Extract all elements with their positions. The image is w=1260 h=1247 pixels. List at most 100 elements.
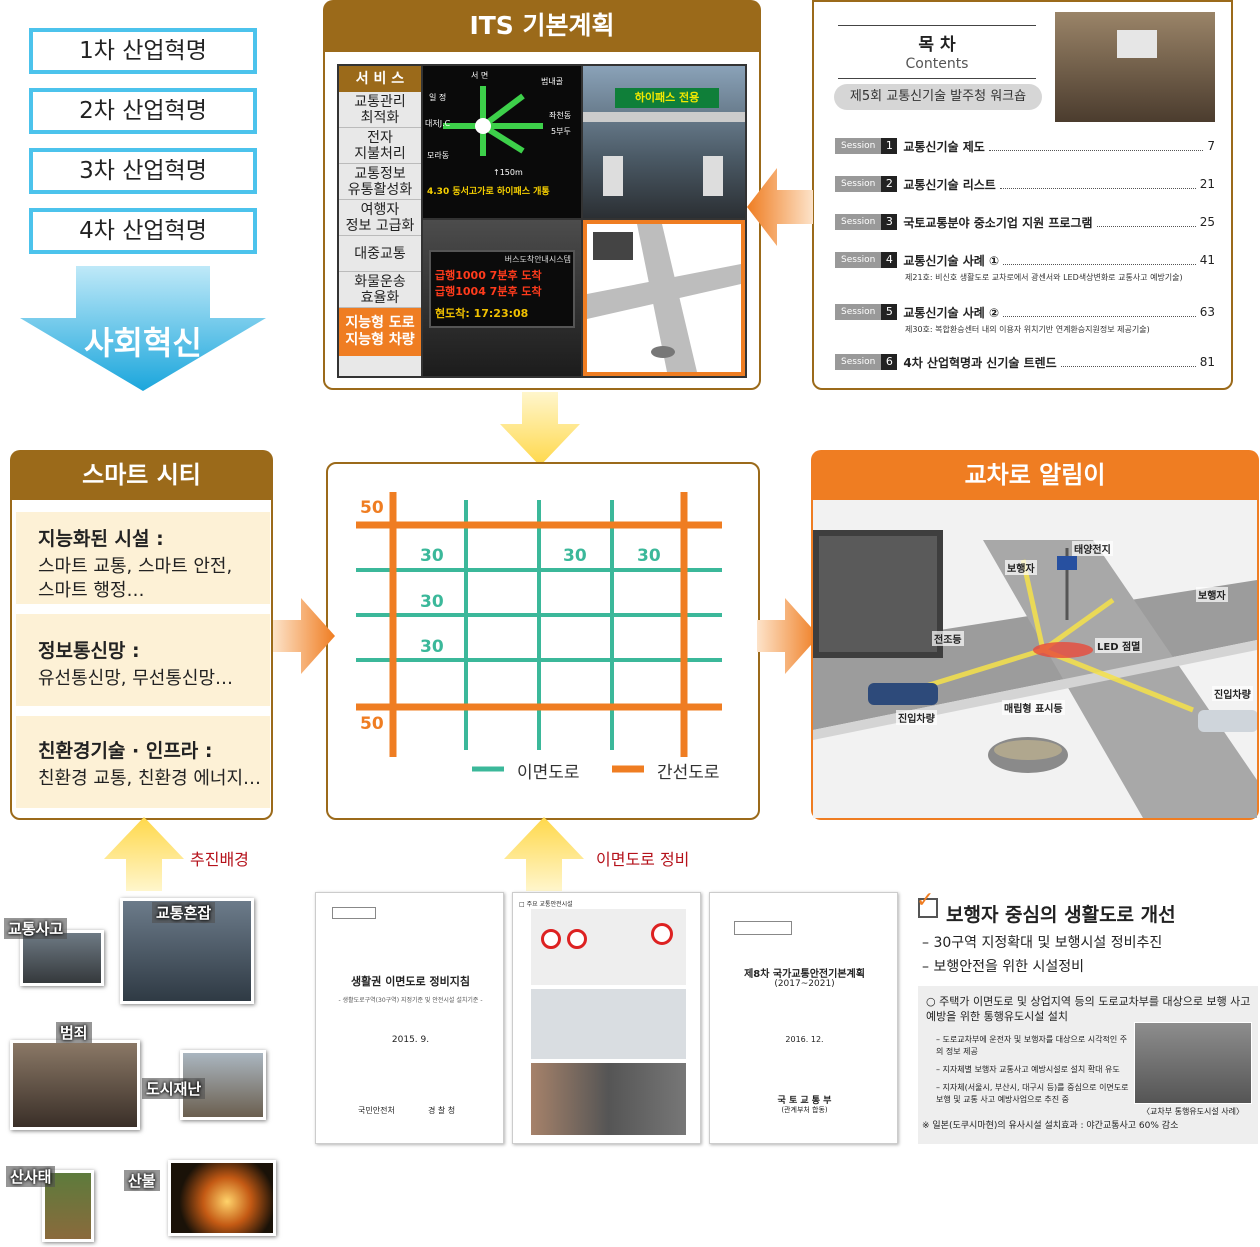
session-page: 21	[1199, 177, 1215, 191]
its-hipass-photo: 하이패스 전용	[583, 66, 745, 218]
doc-guideline-subtitle: - 생활도로구역(30구역) 지정기준 및 안전시설 설치기준 -	[338, 997, 483, 1004]
intersection-title: 교차로 알림이	[811, 450, 1259, 500]
label-entering-vehicle-2: 진입차량	[1212, 686, 1253, 701]
session-title: 교통신기술 사례 ②	[903, 305, 1000, 320]
bus-row-1: 급행1000 7분후 도착	[435, 269, 542, 282]
toc-dots	[999, 180, 1196, 189]
session-page: 81	[1199, 355, 1215, 369]
photo-crime	[10, 1040, 140, 1130]
doc-plan-org-sub: (관계부처 합동)	[781, 1106, 828, 1114]
doc-safety-signs	[531, 909, 686, 985]
doc-safety-roads	[531, 989, 686, 1059]
smart-city-block-2-body: 유선통신망, 무선통신망…	[38, 668, 234, 689]
revolution-box-4: 4차 산업혁명	[29, 208, 257, 254]
session-number: 1	[881, 138, 898, 154]
session-badge: Session	[835, 176, 882, 192]
its-bus-photo: 버스도착안내시스템 급행1000 7분후 도착 급행1004 7분후 도착 현도…	[423, 220, 581, 376]
sign-text-8: 4.30 동서고가로 하이패스 개통	[427, 187, 550, 197]
smart-city-block-2: 정보통신망 : 유선통신망, 무선통신망…	[16, 614, 270, 706]
toll-booth	[603, 156, 623, 196]
photo-label-accident: 교통사고	[4, 918, 68, 939]
photo-label-congestion: 교통혼잡	[152, 902, 216, 923]
smart-city-block-1-head: 지능화된 시설 :	[38, 528, 164, 550]
arrow-down-yellow	[500, 392, 580, 466]
doc-plan-org: 국 토 교 통 부	[777, 1096, 832, 1106]
pedestrian-bullet-1: – 30구역 지정확대 및 보행시설 정비추진	[922, 935, 1163, 951]
its-service-item: 대중교통	[339, 236, 421, 272]
label-pedestrian-2: 보행자	[1196, 587, 1228, 602]
grid-label-30: 30	[420, 637, 444, 657]
bus-row-2: 급행1004 7분후 도착	[435, 285, 542, 298]
sign-text-6: 5부두	[551, 127, 571, 136]
arrow-right-orange-1	[273, 598, 335, 674]
sign-text-2: 범내골	[541, 77, 564, 86]
doc-guideline-org-1: 국민안전처	[358, 1106, 395, 1115]
session-subtitle: 제21호: 비신호 생활도로 교차로에서 광센서와 LED색상변화로 교통사고 …	[905, 273, 1183, 282]
its-service-item: 교통관리 최적화	[339, 92, 421, 128]
intersection-illustration	[813, 500, 1257, 818]
bus-info-board: 버스도착안내시스템 급행1000 7분후 도착 급행1004 7분후 도착 현도…	[429, 250, 575, 328]
grid-label-30: 30	[637, 546, 661, 566]
its-sign-photo: 서 면 범내골 일 정 대저J.C 좌천동 5부두 모라동 4.30 동서고가로…	[423, 66, 581, 218]
back-roads	[356, 500, 722, 750]
sign-text-9: ↑150m	[493, 168, 523, 177]
arrow-up-yellow-1	[104, 817, 184, 891]
session-number: 2	[881, 176, 898, 192]
toll-canopy	[583, 112, 745, 122]
doc-safety-photos	[531, 1063, 686, 1135]
photo-wildfire	[168, 1160, 276, 1236]
photo-label-wildfire: 산불	[124, 1170, 160, 1191]
label-pedestrian-1: 보행자	[1005, 560, 1037, 575]
its-highlight: 지능형 도로 지능형 차량	[339, 308, 421, 356]
grid-label-30: 30	[420, 546, 444, 566]
session-subtitle: 제30호: 복합환승센터 내의 이용자 위치기반 연계환승지원정보 제공기술)	[905, 325, 1150, 334]
bus-board-title: 버스도착안내시스템	[504, 255, 571, 264]
speed-sign	[541, 929, 561, 949]
session-page: 63	[1199, 305, 1215, 319]
pedestrian-example-photo	[1134, 1022, 1252, 1104]
session-title: 4차 산업혁명과 신기술 트렌드	[903, 355, 1057, 370]
session-badge: Session	[835, 214, 882, 230]
arrow-label-back-road: 이면도로 정비	[596, 850, 690, 869]
legend-arterial-label: 간선도로	[657, 763, 720, 783]
session-title: 교통신기술 사례 ①	[903, 253, 1000, 268]
session-page: 41	[1199, 253, 1215, 267]
label-embedded-light: 매립형 표시등	[1002, 700, 1065, 715]
its-service-item: 여행자 정보 고급화	[339, 200, 421, 236]
photo-accident	[20, 930, 104, 986]
doc-guideline-date: 2015. 9.	[391, 1035, 430, 1045]
sign-text-1: 서 면	[471, 71, 489, 80]
grid-label-30: 30	[563, 546, 587, 566]
doc-plan-date: 2016. 12.	[785, 1035, 824, 1044]
smart-city-block-3-body: 친환경 교통, 친환경 에너지…	[38, 768, 262, 789]
pedestrian-box-item-1: – 도로교차부에 운전자 및 보행자를 대상으로 시각적인 주의 정보 제공	[936, 1035, 1128, 1056]
social-innovation-arrow	[20, 266, 266, 391]
session-page: 7	[1207, 139, 1215, 153]
doc-national-plan: 제8차 국가교통안전기본계획 (2017~2021) 2016. 12. 국 토…	[709, 892, 898, 1144]
toc-dots	[1003, 256, 1196, 265]
session-number: 6	[881, 354, 898, 370]
speed-sign	[651, 923, 673, 945]
arrow-left-orange	[747, 168, 813, 246]
smart-city-block-3-head: 친환경기술 · 인프라 :	[38, 740, 213, 762]
pedestrian-photo-caption: 〈교차부 통행유도시설 사례〉	[1141, 1107, 1245, 1116]
grid-label-30: 30	[420, 592, 444, 612]
speed-sign	[567, 929, 587, 949]
session-number: 5	[881, 304, 898, 320]
session-number: 3	[881, 214, 898, 230]
pedestrian-title: 보행자 중심의 생활도로 개선	[946, 904, 1176, 926]
toc-dots	[988, 142, 1204, 151]
sign-text-5: 좌천동	[549, 111, 572, 120]
doc-safety-facilities: □ 주요 교통안전시설	[512, 892, 701, 1144]
doc-guideline: 생활권 이면도로 정비지침 - 생활도로구역(30구역) 지정기준 및 안전시설…	[315, 892, 504, 1144]
arrow-label-background: 추진배경	[190, 850, 249, 869]
smart-city-block-1: 지능화된 시설 : 스마트 교통, 스마트 안전, 스마트 행정…	[16, 512, 270, 604]
pedestrian-note: ※ 일본(도쿠시마현)의 유사시설 설치효과 : 야간교통사고 60% 감소	[922, 1121, 1179, 1131]
arterial-roads	[356, 492, 722, 757]
toc-dots	[1096, 218, 1196, 227]
smart-city-block-3: 친환경기술 · 인프라 : 친환경 교통, 친환경 에너지…	[16, 716, 270, 808]
